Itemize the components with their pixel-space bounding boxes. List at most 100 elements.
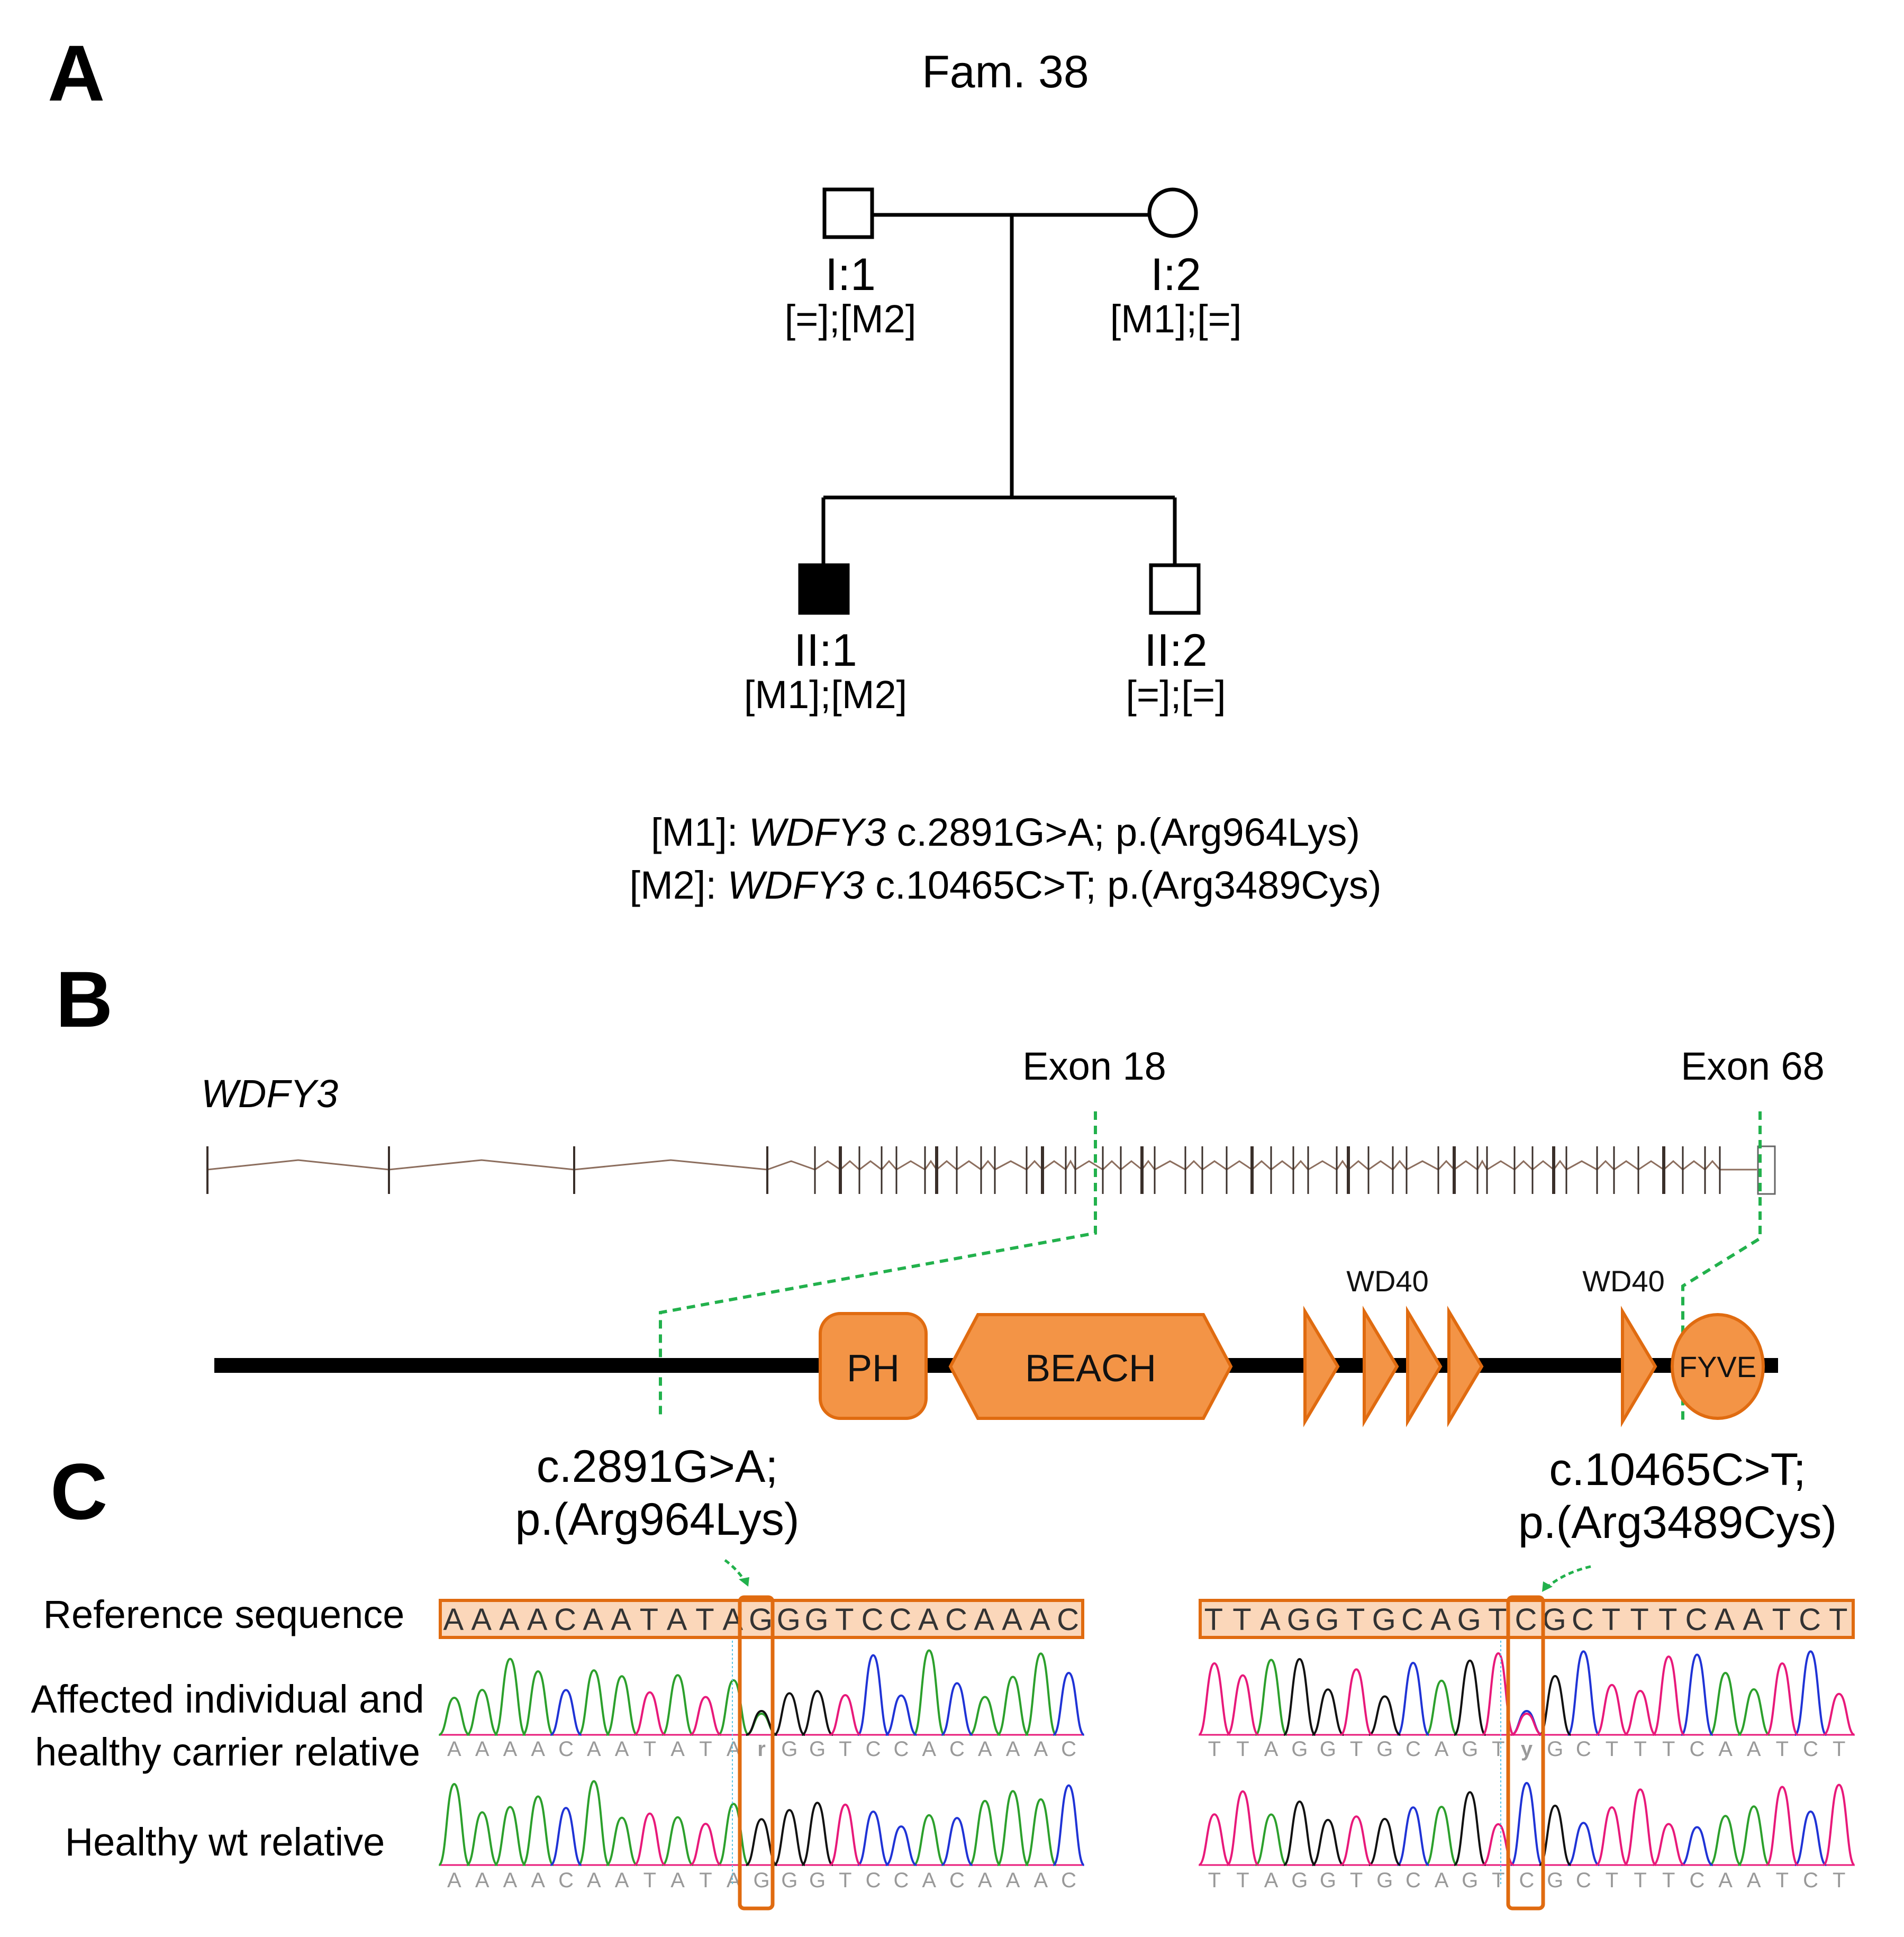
reference-base: A <box>1430 1603 1453 1637</box>
base-call: T <box>699 1737 712 1761</box>
reference-base: T <box>1488 1603 1508 1637</box>
base-call: C <box>866 1737 881 1761</box>
base-call: C <box>1406 1737 1421 1761</box>
base-call: A <box>475 1737 489 1761</box>
individual-ii1-id: II:1 <box>794 625 857 676</box>
base-call: C <box>893 1869 909 1892</box>
base-call: G <box>1291 1737 1308 1761</box>
base-call: G <box>1291 1869 1308 1892</box>
reference-base: A <box>1002 1603 1024 1637</box>
trace-peaks-A <box>1255 1805 1770 1866</box>
base-call: A <box>587 1737 601 1761</box>
base-call: C <box>1689 1869 1704 1892</box>
legend-m1: [M1]: WDFY3 c.2891G>A; p.(Arg964Lys) <box>651 810 1360 854</box>
base-call: C <box>1803 1869 1818 1892</box>
base-call: C <box>1519 1869 1535 1892</box>
base-call: T <box>1236 1737 1249 1761</box>
reference-base: A <box>471 1603 493 1637</box>
reference-base: T <box>1772 1603 1792 1637</box>
individual-ii2-square <box>1149 563 1201 615</box>
reference-base: C <box>862 1603 885 1637</box>
reference-base: C <box>889 1603 913 1637</box>
base-call: A <box>447 1737 461 1761</box>
base-call: T <box>1776 1869 1789 1892</box>
individual-i2-id: I:2 <box>1150 249 1201 300</box>
legend-m2-tag: [M2]: <box>630 863 728 907</box>
base-call: T <box>1350 1869 1363 1892</box>
base-call: G <box>753 1869 769 1892</box>
base-call: A <box>503 1869 518 1892</box>
fyve-domain-label: FYVE <box>1679 1350 1756 1383</box>
panel-a-label: A <box>48 29 105 117</box>
base-call: G <box>781 1869 797 1892</box>
individual-i2-genotype: [M1];[=] <box>1110 297 1242 341</box>
base-call: A <box>1718 1869 1733 1892</box>
ph-domain-label: PH <box>847 1347 900 1390</box>
reference-base: T <box>1602 1603 1622 1637</box>
base-call: G <box>1376 1869 1393 1892</box>
exon-18-label: Exon 18 <box>1022 1044 1166 1088</box>
variant-highlight-box <box>738 1595 775 1911</box>
reference-base: A <box>918 1603 940 1637</box>
base-call: G <box>809 1737 826 1761</box>
base-call: T <box>1208 1869 1221 1892</box>
variant1-protein: p.(Arg964Lys) <box>515 1494 800 1545</box>
gene-name: WDFY3 <box>201 1072 338 1116</box>
base-call: C <box>1576 1737 1591 1761</box>
reference-base: T <box>1204 1603 1225 1637</box>
trace-peaks-G <box>1283 1658 1572 1736</box>
reference-base: A <box>499 1603 521 1637</box>
base-call: A <box>1033 1737 1048 1761</box>
base-call: T <box>1606 1737 1618 1761</box>
individual-ii2-genotype: [=];[=] <box>1126 673 1226 717</box>
base-call: A <box>615 1737 629 1761</box>
base-call: G <box>1462 1737 1478 1761</box>
base-call: y <box>1521 1737 1533 1761</box>
base-call: C <box>949 1869 965 1892</box>
base-call: T <box>1606 1869 1618 1892</box>
base-call: T <box>1833 1869 1845 1892</box>
base-call: C <box>558 1737 574 1761</box>
trace-peaks-G <box>746 1802 833 1866</box>
row-label-reference: Reference sequence <box>43 1592 405 1636</box>
base-call: T <box>839 1737 851 1761</box>
base-call: A <box>922 1869 936 1892</box>
individual-ii1-square-affected <box>798 563 850 615</box>
trace-peaks-T <box>1198 1784 1855 1866</box>
base-call: C <box>1061 1737 1076 1761</box>
reference-base: G <box>1315 1603 1340 1637</box>
wd40-repeat-4 <box>1447 1306 1484 1427</box>
reference-base: A <box>583 1603 605 1637</box>
panel-b-label: B <box>56 955 113 1044</box>
variant1-cdna: c.2891G>A; <box>537 1441 778 1492</box>
base-call: T <box>1634 1869 1646 1892</box>
base-call: C <box>1576 1869 1591 1892</box>
base-call: T <box>1350 1737 1363 1761</box>
variant2-protein: p.(Arg3489Cys) <box>1518 1497 1837 1548</box>
base-call: G <box>1547 1737 1563 1761</box>
reference-base: G <box>777 1603 802 1637</box>
base-call: A <box>615 1869 629 1892</box>
base-call: T <box>839 1869 851 1892</box>
reference-base: C <box>1799 1603 1823 1637</box>
wd40-repeat-1 <box>1303 1306 1340 1427</box>
base-call: A <box>1718 1737 1733 1761</box>
base-call: A <box>447 1869 461 1892</box>
row-label-wt: Healthy wt relative <box>65 1820 385 1864</box>
wd40-label-1: WD40 <box>1346 1264 1429 1298</box>
reference-base: T <box>1658 1603 1679 1637</box>
base-call: r <box>757 1737 766 1761</box>
base-call: C <box>866 1869 881 1892</box>
reference-base: G <box>749 1603 774 1637</box>
base-call: T <box>1236 1869 1249 1892</box>
trace-peaks-G <box>1283 1791 1572 1866</box>
reference-base: C <box>1401 1603 1425 1637</box>
wd40-repeat-3 <box>1406 1306 1443 1427</box>
base-call: A <box>1747 1869 1761 1892</box>
intron-lines <box>207 1159 1757 1171</box>
reference-base: C <box>554 1603 578 1637</box>
base-call: A <box>587 1869 601 1892</box>
pedigree <box>798 187 1201 615</box>
